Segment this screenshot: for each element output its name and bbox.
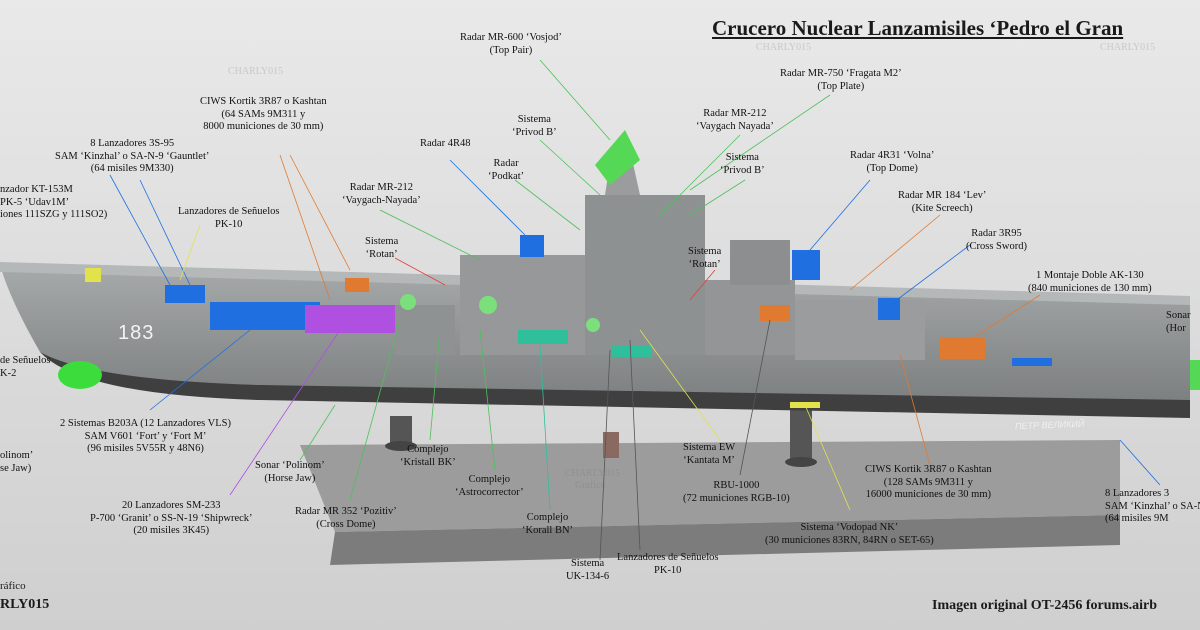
credit-left-line1: ráfico	[0, 580, 26, 592]
stand-right-foot	[785, 457, 817, 467]
stand-left	[390, 416, 412, 448]
label-polinom-left: olinom’se Jaw)	[0, 450, 34, 474]
credit-right: Imagen original OT-2456 forums.airb	[932, 598, 1158, 613]
label-mr212-mid: Radar MR-212‘Vaygach-Nayada’	[342, 182, 421, 206]
kinzhal-fwd-highlight	[165, 285, 205, 303]
watermark: CHARLY015	[1100, 42, 1156, 53]
watermark: CHARLY015	[756, 42, 812, 53]
label-mr212-top: Radar MR-212‘Vaygach Nayada’	[696, 108, 774, 132]
kortik-aft-highlight	[760, 305, 790, 321]
aft-deckhouse	[795, 300, 925, 360]
boat-highlight-2	[612, 345, 652, 357]
r4r48-highlight	[520, 235, 544, 257]
infographic-title: Crucero Nuclear Lanzamisiles ‘Pedro el G…	[712, 16, 1124, 40]
label-rotan-1: Sistema‘Rotan’	[365, 236, 399, 260]
fwd-dome-highlight	[400, 294, 416, 310]
label-privod-b-1: Sistema‘Privod B’	[512, 114, 557, 138]
mid-dome-highlight	[586, 318, 600, 332]
stern-sonar-highlight	[1190, 360, 1200, 390]
main-tower	[585, 195, 705, 355]
watermark-subtitle: Grafico	[575, 480, 606, 491]
funnel	[730, 240, 790, 285]
mr600-antenna-highlight	[595, 130, 640, 185]
label-kortik-aft: CIWS Kortik 3R87 o Kashtan(128 SAMs 9M31…	[865, 464, 992, 500]
label-podkat: Radar‘Podkat’	[488, 158, 525, 182]
label-rotan-2: Sistema‘Rotan’	[688, 246, 722, 270]
label-mr600: Radar MR-600 ‘Vosjod’(Top Pair)	[460, 32, 562, 56]
label-b203a: 2 Sistemas B203A (12 Lanzadores VLS)SAM …	[60, 418, 231, 454]
label-privod-b-2: Sistema‘Privod B’	[720, 152, 765, 176]
brass-plaque-stand	[603, 432, 619, 458]
leader-lines	[109, 59, 1161, 561]
label-3r95: Radar 3R95(Cross Sword)	[966, 228, 1027, 252]
display-base-front	[330, 515, 1120, 565]
credit-left-line2: RLY015	[0, 597, 50, 612]
label-polinom: Sonar ‘Polinom’(Horse Jaw)	[255, 460, 325, 484]
sm233-launchers-highlight	[305, 305, 395, 333]
aft-kinzhal-highlight	[1012, 358, 1052, 366]
r4r31-highlight	[792, 250, 820, 280]
forward-superstructure	[395, 305, 455, 355]
label-4r31: Radar 4R31 ‘Volna’(Top Dome)	[850, 150, 935, 174]
kortik-fwd-highlight	[345, 278, 369, 292]
bow-sonar-bulb	[58, 361, 102, 389]
label-ak130: 1 Montaje Doble AK-130(840 municiones de…	[1028, 270, 1152, 294]
label-kantata: Sistema EW‘Kantata M’	[683, 442, 736, 466]
stand-right	[790, 410, 812, 460]
label-kortik-forward: CIWS Kortik 3R87 o Kashtan(64 SAMs 9M311…	[200, 96, 327, 132]
label-mr184: Radar MR 184 ‘Lev’(Kite Screech)	[898, 190, 987, 214]
hull-number: 183	[118, 322, 155, 344]
label-4r48: Radar 4R48	[420, 138, 471, 149]
r3r95-highlight	[878, 298, 900, 320]
mr352-dome-highlight	[479, 296, 497, 314]
vls-b203a-highlight	[210, 302, 320, 330]
kt153-highlight	[85, 268, 101, 282]
stand-left-foot	[385, 441, 417, 451]
label-vodopad: Sistema ‘Vodopad NK’(30 municiones 83RN,…	[765, 522, 934, 546]
label-mr750: Radar MR-750 ‘Fragata M2’(Top Plate)	[780, 68, 902, 92]
ak130-turret-highlight	[940, 337, 985, 359]
display-base-top	[300, 440, 1120, 532]
boat-highlight-1	[518, 330, 568, 344]
label-korall: Complejo‘Korall BN’	[522, 512, 574, 536]
label-mr352: Radar MR 352 ‘Pozitiv’(Cross Dome)	[295, 506, 397, 530]
label-rbu1000: RBU-1000(72 municiones RGB-10)	[683, 480, 790, 504]
label-kristall: Complejo‘Kristall BK’	[400, 444, 456, 468]
label-astrocorrector: Complejo‘Astrocorrector’	[455, 474, 524, 498]
watermark: CHARLY015	[565, 468, 621, 479]
watermark: CHARLY015	[228, 66, 284, 77]
label-sonar-stern: Sonar(Hor	[1166, 310, 1191, 334]
